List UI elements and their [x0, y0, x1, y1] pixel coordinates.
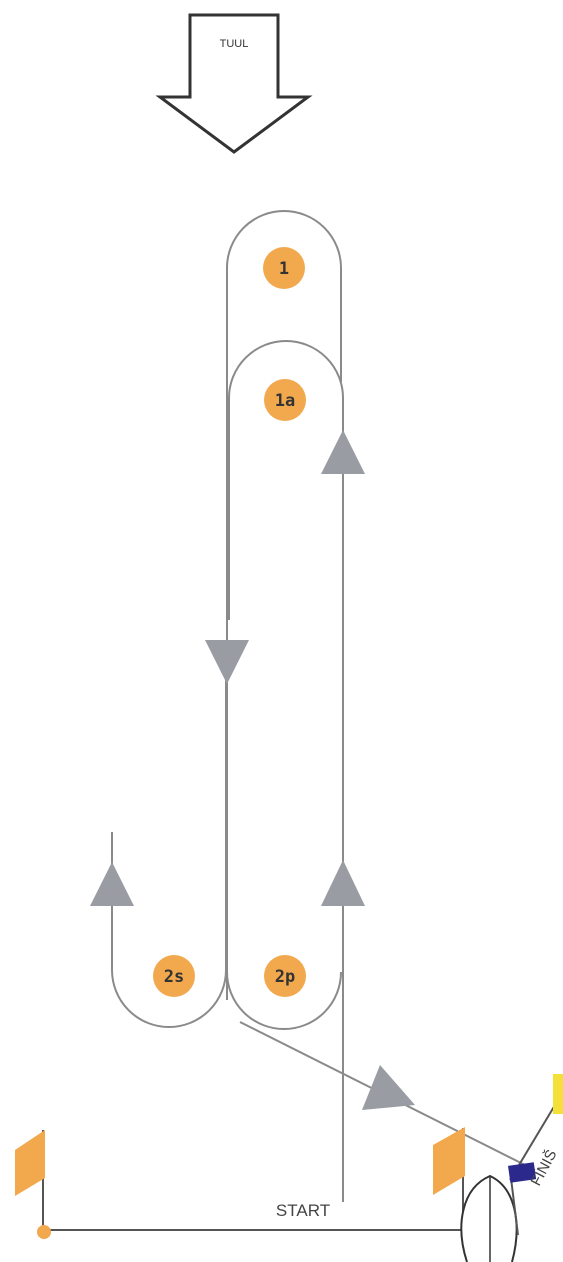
finish-yellow-mark — [553, 1074, 563, 1114]
upwind-arrow-upper — [321, 430, 365, 474]
mark-1a-label: 1a — [275, 391, 295, 411]
finish-leg-arrow — [362, 1065, 415, 1110]
start-pin-buoy — [37, 1225, 51, 1239]
mark-2s-buoy — [153, 955, 195, 997]
mark-2s: 2s — [153, 955, 195, 997]
gate-2s-rounding-line — [111, 640, 227, 1028]
mark-2p-buoy — [264, 955, 306, 997]
finish-blue-flag — [508, 1162, 537, 1183]
start-label: START — [276, 1201, 330, 1220]
mark-1: 1 — [263, 247, 305, 289]
mark-2p-label: 2p — [275, 967, 295, 987]
gate-2p-rounding-line — [226, 971, 342, 1030]
mark-1-label: 1 — [279, 259, 289, 279]
start-pin-flag — [15, 1130, 45, 1196]
committee-boat — [433, 1127, 537, 1262]
downwind-arrow — [205, 640, 249, 684]
wind-label: TUUL — [220, 38, 249, 50]
mark-1a-rounding-line — [228, 340, 344, 1202]
gate-2s-exit-arrow — [90, 862, 134, 906]
upwind-arrow-lower — [321, 860, 365, 906]
wind-arrow-shape — [155, 13, 313, 154]
course-marks: 1 1a 2s 2p — [153, 247, 306, 997]
mark-1a: 1a — [264, 379, 306, 421]
mark-2p: 2p — [264, 955, 306, 997]
committee-boat-hull — [460, 1174, 518, 1262]
committee-orange-flag — [433, 1127, 465, 1195]
direction-arrows — [90, 430, 415, 1110]
mark-1a-buoy — [264, 379, 306, 421]
start-pin-end — [15, 1130, 51, 1239]
mark-2s-label: 2s — [164, 967, 184, 987]
mark-1-rounding-line — [226, 210, 342, 1000]
wind-arrow: TUUL — [155, 13, 313, 154]
course-lines — [43, 210, 559, 1231]
mark-1-buoy — [263, 247, 305, 289]
